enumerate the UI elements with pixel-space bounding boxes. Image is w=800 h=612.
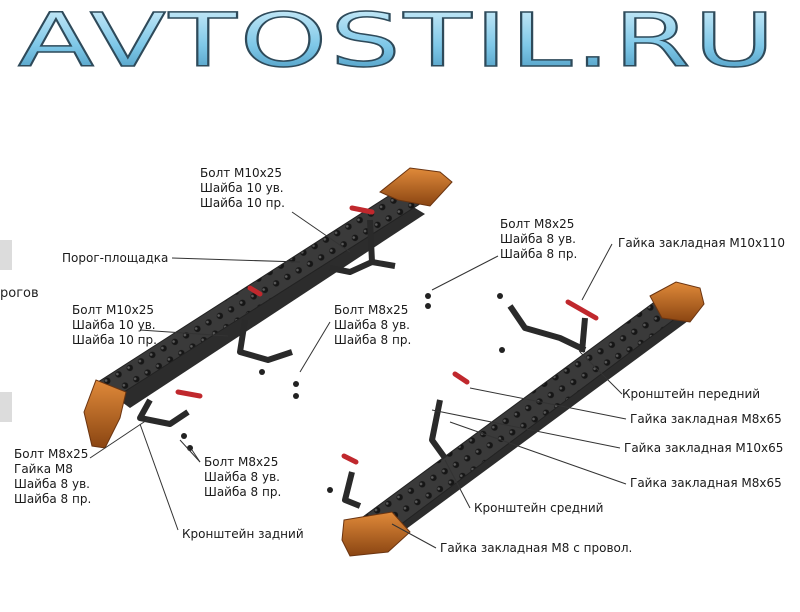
step-left-front-cap xyxy=(379,167,453,207)
label-line: Шайба 8 ув. xyxy=(204,470,280,484)
bracket-right-rear xyxy=(342,471,362,509)
leader-bolt-center xyxy=(299,321,331,373)
bolt-dot-5 xyxy=(259,369,265,375)
bracket-right-front-arm xyxy=(579,317,588,353)
label-line: Шайба 8 пр. xyxy=(334,333,412,347)
label-bracket-rear: Кронштейн задний xyxy=(182,527,304,541)
leader-nut-m8-wire xyxy=(391,523,437,549)
side-tab-upper xyxy=(0,240,12,270)
label-nut-m8-wire: Гайка закладная М8 с провол. xyxy=(440,541,633,555)
label-line: Шайба 8 пр. xyxy=(14,492,92,506)
label-line: Болт М10х25 xyxy=(200,166,283,180)
step-right-front-cap xyxy=(649,281,705,323)
label-line: Болт М10х25 xyxy=(72,303,155,317)
bolt-dot-1 xyxy=(425,293,431,299)
nut-top-left-part xyxy=(349,205,375,215)
step-right xyxy=(341,281,705,557)
leader-bolt-top xyxy=(291,211,351,253)
label-line: Гайка М8 xyxy=(14,462,73,476)
label-nut-m10x110: Гайка закладная М10х110 xyxy=(618,236,786,250)
label-line: Болт М8х25 xyxy=(204,455,279,469)
label-line: Шайба 8 ув. xyxy=(500,232,576,246)
leader-porog xyxy=(171,257,301,263)
label-bolt-left-mid: Болт М10х25 Шайба 10 ув. Шайба 10 пр. xyxy=(72,303,157,348)
label-bolt-center: Болт М8х25 Шайба 8 ув. Шайба 8 пр. xyxy=(334,303,411,348)
label-line: Болт М8х25 xyxy=(14,447,89,461)
label-nut-m10x65: Гайка закладная М10х65 xyxy=(624,441,784,455)
bracket-left-middle xyxy=(237,319,293,363)
label-porog: Порог-площадка xyxy=(62,251,169,265)
label-nut-m8x65-b: Гайка закладная М8х65 xyxy=(630,476,782,490)
bolt-dot-4 xyxy=(293,393,299,399)
label-bolt-bottom-center: Болт М8х25 Шайба 8 ув. Шайба 8 пр. xyxy=(204,455,281,500)
leader-nut-m10x65 xyxy=(431,409,621,449)
label-line: Болт М8х25 xyxy=(500,217,575,231)
bolt-dot-8 xyxy=(327,487,333,493)
side-fragment-text: рогов xyxy=(0,286,39,301)
bolt-dot-2 xyxy=(425,303,431,309)
label-line: Шайба 10 ув. xyxy=(72,318,156,332)
leader-bolt-right-top xyxy=(431,255,499,291)
step-left-underside xyxy=(112,205,425,408)
label-line: Шайба 10 пр. xyxy=(72,333,157,347)
nut-right-rear-part xyxy=(341,453,359,465)
leader-bracket-front xyxy=(579,351,623,395)
label-bracket-front: Кронштейн передний xyxy=(622,387,761,401)
bracket-left-front-arm xyxy=(371,259,396,269)
bolt-dot-10 xyxy=(499,347,505,353)
label-nut-m8x65-a: Гайка закладная М8х65 xyxy=(630,412,782,426)
bracket-left-front xyxy=(329,219,375,275)
leader-nut-m8x65-b xyxy=(449,421,627,485)
side-tab-lower xyxy=(0,392,12,422)
step-left-platform xyxy=(96,189,428,393)
site-title-text: AVTOSTIL.RU xyxy=(18,0,778,80)
leader-nut-m10x110 xyxy=(581,243,613,301)
label-bolt-top: Болт М10х25 Шайба 10 ув. Шайба 10 пр. xyxy=(200,166,285,211)
label-line: Шайба 8 ув. xyxy=(334,318,410,332)
leader-bracket-rear xyxy=(139,423,179,531)
leader-bolt-left-mid xyxy=(139,329,229,337)
bracket-right-front xyxy=(507,304,587,353)
nut-left-mid-part xyxy=(247,285,263,297)
bolt-dot-9 xyxy=(497,293,503,299)
label-line: Шайба 8 ув. xyxy=(14,477,90,491)
label-line: Шайба 8 пр. xyxy=(500,247,578,261)
label-line: Шайба 10 ув. xyxy=(200,181,284,195)
label-line: Шайба 10 пр. xyxy=(200,196,285,210)
label-line: Шайба 8 пр. xyxy=(204,485,282,499)
site-title-logo: AVTOSTIL.RU xyxy=(17,0,778,80)
leader-bolt-bottom-center-a xyxy=(179,439,201,463)
label-bolt-right-top: Болт М8х25 Шайба 8 ув. Шайба 8 пр. xyxy=(500,217,577,262)
label-line: Болт М8х25 xyxy=(334,303,409,317)
step-left xyxy=(83,167,453,449)
label-bracket-middle: Кронштейн средний xyxy=(474,501,604,515)
leader-bracket-middle xyxy=(444,459,471,509)
bracket-right-middle xyxy=(429,399,448,460)
nut-left-rear-part xyxy=(175,389,203,399)
step-left-rear-cap xyxy=(83,379,127,449)
nut-m10x110-part xyxy=(565,299,599,321)
nut-right-mid-part xyxy=(452,371,470,385)
step-right-rear-cap xyxy=(341,511,411,557)
bracket-left-rear xyxy=(137,398,190,427)
bolt-dot-6 xyxy=(181,433,187,439)
label-bolt-left-bottom: Болт М8х25 Гайка М8 Шайба 8 ув. Шайба 8 … xyxy=(14,447,91,507)
bolt-dot-3 xyxy=(293,381,299,387)
leader-bolt-bottom-center-b xyxy=(191,449,201,463)
leader-nut-m8x65-a xyxy=(469,387,627,420)
